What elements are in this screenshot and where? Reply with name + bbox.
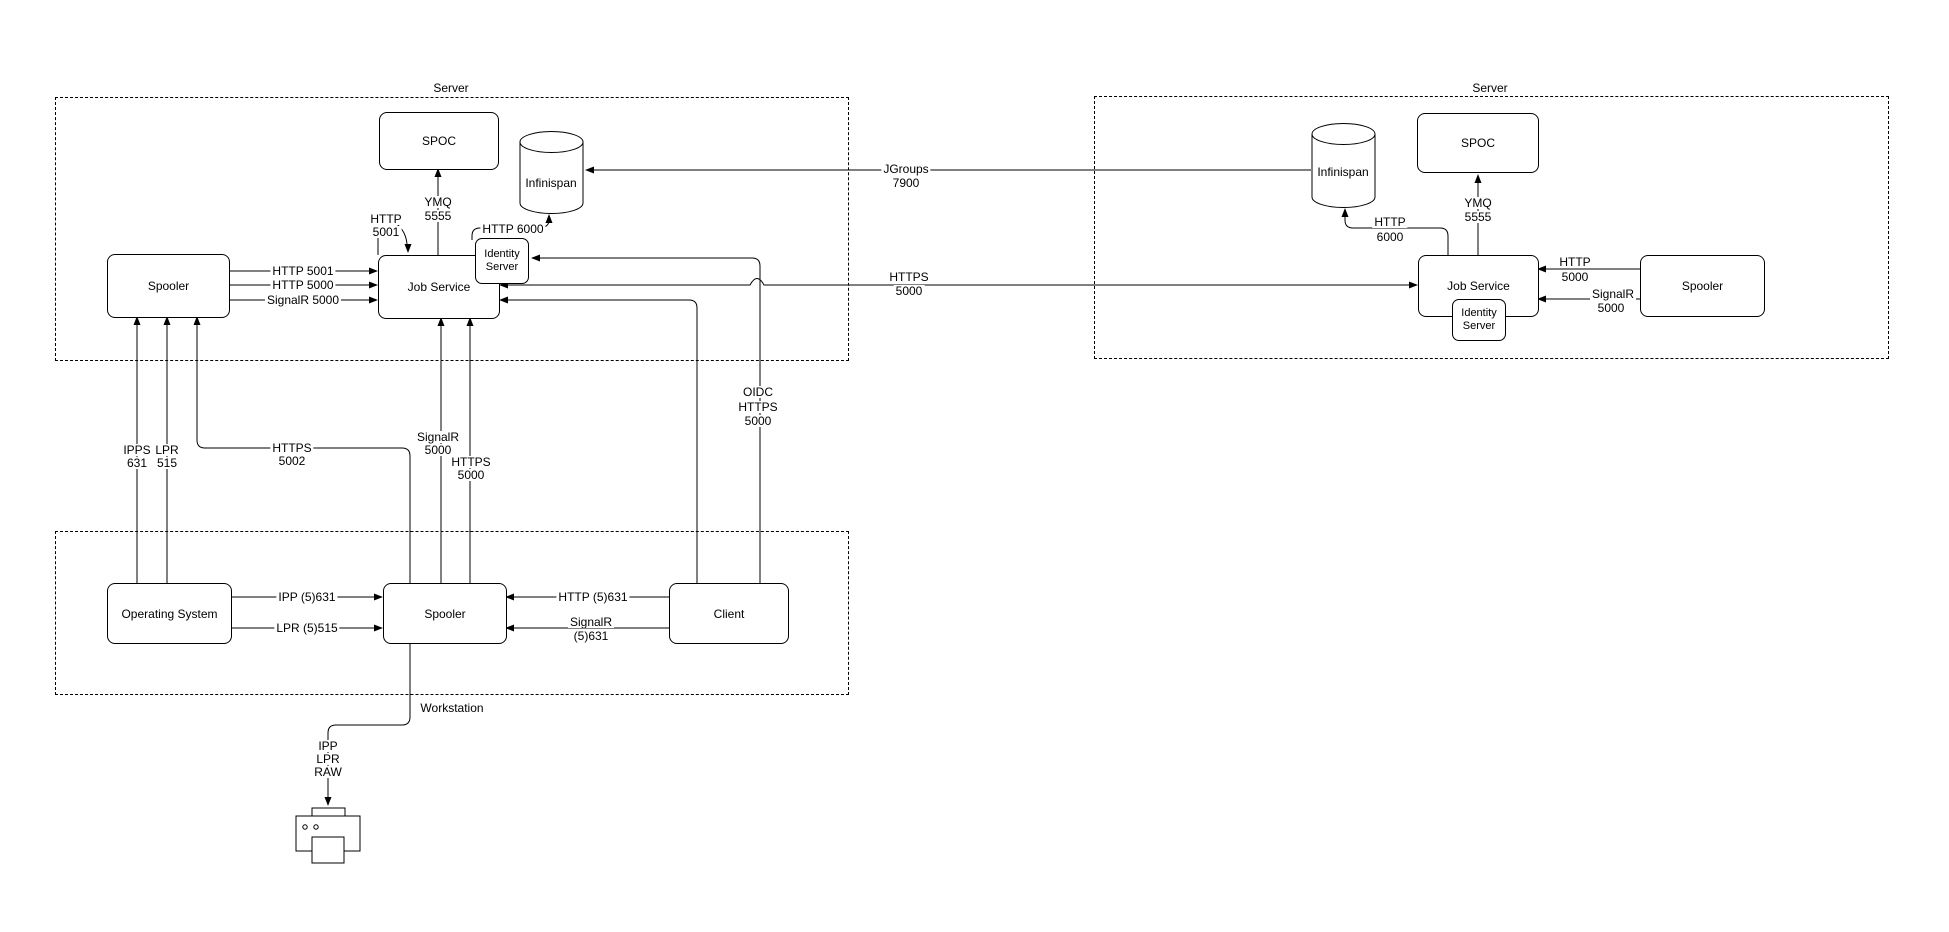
edge-label-signalr-right-2: 5000 [1595, 301, 1627, 315]
edge-label-oidc-2: HTTPS [736, 400, 780, 414]
edge-label-ipps-2: 631 [124, 456, 150, 470]
edge-label-oidc-3: 5000 [742, 414, 774, 428]
edge-label-jgroups-1: JGroups [881, 162, 931, 176]
node-infinispan-left-label: Infinispan [525, 176, 577, 190]
node-identity-server-right: Identity Server [1452, 299, 1506, 341]
server-left-group [55, 97, 849, 361]
edge-label-ymq-right-1: YMQ [1462, 196, 1494, 210]
edge-label-https-up-2: 5000 [455, 468, 487, 482]
edge-client-jobservice [507, 299, 698, 583]
edge-label-http6000-right-2: 6000 [1374, 230, 1406, 244]
infinispan-right-cylinder-top [1311, 133, 1376, 145]
node-identity-server-left-label: Identity Server [484, 248, 520, 273]
edge-label-http-5000-right-2: 5000 [1559, 270, 1591, 284]
edge-label-printer-2: LPR [314, 752, 342, 766]
server-right-group-label: Server [1472, 81, 1508, 95]
edge-label-ipp-5631: IPP (5)631 [276, 590, 338, 604]
edge-label-ymq-left-1: YMQ [422, 195, 454, 209]
node-client: Client [669, 583, 789, 644]
edge-label-http-5001: HTTP 5001 [270, 264, 336, 278]
node-client-label: Client [713, 606, 745, 621]
printer-icon [295, 807, 361, 864]
edge-label-oidc-1: OIDC [741, 385, 775, 399]
edge-https-link [507, 278, 1410, 286]
edge-label-https5002-1: HTTPS [270, 441, 314, 455]
infinispan-right-cylinder [1311, 123, 1376, 208]
node-job-service-left-label: Job Service [407, 280, 471, 294]
node-operating-system-label: Operating System [121, 606, 218, 621]
edge-label-http5001-port-2: 5001 [370, 225, 402, 239]
edge-label-signalr-5631-2: (5)631 [571, 629, 611, 643]
edge-oidc [539, 257, 761, 583]
node-identity-server-right-label: Identity Server [1461, 307, 1497, 332]
edge-label-ymq-left-2: 5555 [422, 209, 454, 223]
node-spooler-right-label: Spooler [1681, 279, 1724, 293]
edge-label-signalr-right-1: SignalR [1589, 287, 1637, 301]
edge-label-lpr-1: LPR [153, 443, 181, 457]
edge-label-http6000-right-1: HTTP [1372, 215, 1408, 229]
edge-label-ipps-1: IPPS [121, 443, 153, 457]
node-identity-server-left: Identity Server [475, 238, 529, 284]
edge-label-https5002-2: 5002 [276, 454, 308, 468]
node-spoc-right: SPOC [1417, 113, 1539, 173]
server-left-group-label: Server [433, 81, 469, 95]
node-infinispan-right-label: Infinispan [1317, 165, 1369, 179]
edge-http6000-right [1344, 217, 1449, 255]
node-job-service-right-label: Job Service [1447, 279, 1510, 293]
infinispan-left-cylinder [519, 131, 584, 214]
workstation-group [55, 531, 849, 695]
edge-label-signalr-up-2: 5000 [422, 443, 454, 457]
infinispan-left-cylinder-top [519, 141, 584, 153]
node-spooler-workstation: Spooler [383, 583, 507, 644]
node-spooler-right: Spooler [1640, 255, 1765, 317]
node-spooler-left: Spooler [107, 254, 230, 318]
workstation-group-label: Workstation [420, 701, 484, 715]
node-operating-system: Operating System [107, 583, 232, 644]
edge-to-printer [327, 642, 411, 797]
edge-label-http5001-port-1: HTTP [368, 212, 404, 226]
edge-label-signalr-up-1: SignalR [414, 430, 462, 444]
edge-label-ymq-right-2: 5555 [1462, 210, 1494, 224]
edge-label-signalr-5000: SignalR 5000 [264, 293, 342, 307]
server-right-group [1094, 96, 1889, 359]
node-spoc-left-label: SPOC [421, 134, 456, 148]
edge-label-printer-1: IPP [316, 739, 340, 753]
node-spooler-workstation-label: Spooler [424, 606, 466, 621]
edge-label-https-link-2: 5000 [893, 284, 925, 298]
edge-label-http-5000-right-1: HTTP [1557, 255, 1593, 269]
edge-label-http-5631: HTTP (5)631 [556, 590, 630, 604]
edge-label-jgroups-2: 7900 [890, 176, 922, 190]
edge-label-printer-3: RAW [312, 765, 344, 779]
edge-label-lpr-2: 515 [154, 456, 180, 470]
edge-label-http6000-left: HTTP 6000 [480, 222, 546, 236]
edge-label-https-link-1: HTTPS [887, 270, 931, 284]
node-spoc-right-label: SPOC [1460, 136, 1495, 150]
edge-label-http-5000: HTTP 5000 [270, 278, 336, 292]
node-spoc-left: SPOC [379, 112, 499, 170]
edge-label-signalr-5631-1: SignalR [567, 615, 615, 629]
edge-label-lpr-5515: LPR (5)515 [274, 621, 340, 635]
node-spooler-left-label: Spooler [147, 279, 190, 293]
edge-label-https-up-1: HTTPS [449, 455, 493, 469]
arrowheads [133, 166, 1546, 806]
